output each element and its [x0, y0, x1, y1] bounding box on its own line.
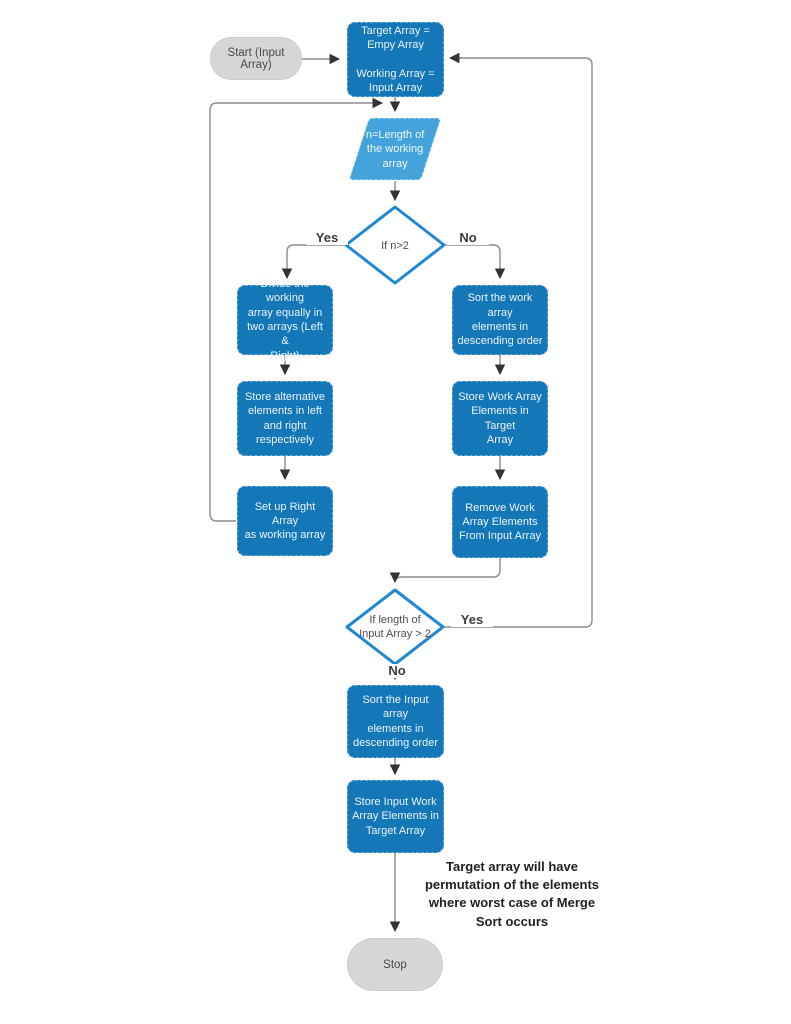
sort-work-array-process: Sort the work array elements in descendi…: [452, 285, 548, 355]
decision1-no-label: No: [447, 230, 489, 246]
stop-terminator: Stop: [347, 938, 443, 991]
decision2-no-label: No: [376, 663, 418, 679]
set-right-array-process: Set up Right Array as working array: [237, 486, 333, 556]
decision-input-array-length-label: If length of Input Array > 2: [359, 614, 431, 641]
decision1-yes-label: Yes: [306, 230, 348, 246]
store-alternative-process: Store alternative elements in left and r…: [237, 381, 333, 456]
remove-work-array-process: Remove Work Array Elements From Input Ar…: [452, 486, 548, 558]
edge-decision2-yes-loop: [444, 52, 593, 628]
divide-array-process: Divide the working array equally in two …: [237, 278, 333, 362]
edge-decision1-yes: [281, 244, 345, 280]
edge-setright-loop-to-length: [209, 97, 384, 522]
store-work-array-process: Store Work Array Elements in Target Arra…: [452, 381, 548, 456]
init-arrays-process: Target Array = Empy Array Working Array …: [347, 22, 444, 97]
decision-if-n-gt-2-shape: [344, 205, 446, 285]
sort-input-array-process: Sort the Input array elements in descend…: [347, 685, 444, 758]
decision2-yes-label: Yes: [451, 612, 493, 628]
start-terminator: Start (Input Array): [210, 37, 302, 80]
result-annotation: Target array will have permutation of th…: [424, 859, 600, 929]
length-io-label: n=Length of the working array: [365, 128, 425, 170]
edge-decision1-no: [445, 244, 506, 280]
edge-removework-to-decision2: [389, 558, 501, 584]
store-input-array-process: Store Input Work Array Elements in Targe…: [347, 780, 444, 853]
decision-if-n-gt-2-label: If n>2: [381, 240, 409, 252]
